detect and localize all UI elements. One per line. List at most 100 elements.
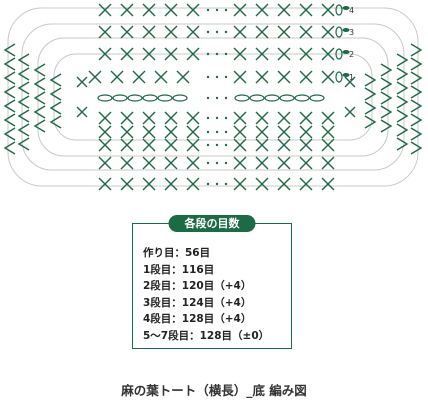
single-crochet: [321, 3, 335, 17]
single-crochet: [255, 125, 269, 139]
single-crochet: [321, 111, 335, 125]
diagram-caption: 麻の葉トート（横長）_底 編み図: [121, 383, 307, 398]
increase-stitch: [410, 141, 423, 155]
single-crochet: [321, 25, 335, 39]
round-outline: [53, 53, 373, 141]
single-crochet: [299, 156, 313, 170]
chain-stitch: [142, 94, 158, 102]
single-crochet: [120, 156, 134, 170]
single-crochet: [233, 3, 247, 17]
single-crochet: [233, 111, 247, 125]
increase-stitch: [3, 127, 16, 141]
chain-stitch: [97, 94, 113, 102]
single-crochet: [98, 177, 112, 191]
single-crochet: [98, 156, 112, 170]
ellipsis-dots: [206, 161, 228, 165]
table-title: 各段の目数: [168, 215, 256, 232]
chain-stitch: [294, 94, 310, 102]
increase-stitch: [17, 123, 30, 137]
increase-stitch: [33, 105, 46, 119]
single-crochet: [164, 25, 178, 39]
single-crochet: [98, 47, 112, 61]
single-crochet: [255, 156, 269, 170]
chain-stitch: [157, 94, 173, 102]
table-rows: 作り目：56目 1段目：116目 2段目：120目（+4） 3段目：124目（+…: [143, 245, 269, 344]
chain-stitch: [309, 94, 325, 102]
single-crochet: [255, 138, 269, 152]
single-crochet: [299, 25, 313, 39]
single-crochet: [233, 177, 247, 191]
single-crochet: [321, 156, 335, 170]
increase-stitch: [410, 57, 423, 71]
single-crochet: [142, 111, 156, 125]
single-crochet: [255, 3, 269, 17]
single-crochet: [277, 138, 291, 152]
table-row: 1段目：116目: [143, 263, 215, 276]
increase-stitch: [3, 57, 16, 71]
increase-stitch: [396, 109, 409, 123]
single-crochet: [120, 125, 134, 139]
round-outline: [21, 23, 405, 171]
single-crochet: [142, 138, 156, 152]
single-crochet: [164, 177, 178, 191]
round-marker: [342, 28, 350, 32]
single-crochet: [164, 156, 178, 170]
increase-stitch: [396, 95, 409, 109]
single-crochet: [98, 138, 112, 152]
single-crochet: [277, 70, 291, 84]
slip-stitch-start: [335, 48, 343, 60]
single-crochet: [98, 3, 112, 17]
ellipsis-dots: [206, 8, 228, 12]
chain-stitch: [279, 94, 295, 102]
single-crochet: [186, 125, 200, 139]
single-crochet: [344, 76, 356, 88]
increase-stitch: [3, 71, 16, 85]
chain-stitch: [127, 94, 143, 102]
single-crochet: [186, 25, 200, 39]
ellipsis-dots: [206, 143, 228, 147]
single-crochet: [120, 25, 134, 39]
single-crochet: [176, 70, 190, 84]
single-crochet: [142, 3, 156, 17]
single-crochet: [233, 138, 247, 152]
increase-stitch: [396, 123, 409, 137]
single-crochet: [142, 177, 156, 191]
single-crochet: [186, 138, 200, 152]
increase-stitch: [49, 87, 62, 101]
round-label: 2: [349, 50, 354, 59]
stitch-count-table: 各段の目数 作り目：56目 1段目：116目 2段目：120目（+4） 3段目：…: [132, 215, 292, 349]
increase-stitch: [49, 73, 62, 87]
single-crochet: [321, 125, 335, 139]
table-row: 5～7段目：128目（±0）: [143, 329, 270, 342]
single-crochet: [88, 70, 102, 84]
single-crochet: [110, 70, 124, 84]
increase-stitch: [49, 101, 62, 115]
increase-stitch: [17, 137, 30, 151]
increase-stitch: [33, 63, 46, 77]
single-crochet: [154, 70, 168, 84]
single-crochet: [98, 111, 112, 125]
single-crochet: [233, 25, 247, 39]
single-crochet: [255, 70, 269, 84]
increase-stitch: [364, 73, 377, 87]
round-outlines: [7, 7, 419, 187]
increase-stitch: [396, 53, 409, 67]
single-crochet: [186, 111, 200, 125]
single-crochet: [299, 138, 313, 152]
single-crochet: [255, 111, 269, 125]
increase-stitch: [17, 109, 30, 123]
increase-stitch: [396, 67, 409, 81]
increase-stitch: [17, 53, 30, 67]
stitch-symbols: [3, 3, 423, 191]
chain-stitch: [264, 94, 280, 102]
single-crochet: [255, 25, 269, 39]
ellipsis-dots: [206, 52, 228, 56]
single-crochet: [277, 156, 291, 170]
single-crochet: [142, 156, 156, 170]
single-crochet: [142, 125, 156, 139]
table-row: 作り目：56目: [143, 247, 211, 259]
increase-stitch: [396, 81, 409, 95]
round-marker: [342, 73, 350, 77]
increase-stitch: [410, 71, 423, 85]
